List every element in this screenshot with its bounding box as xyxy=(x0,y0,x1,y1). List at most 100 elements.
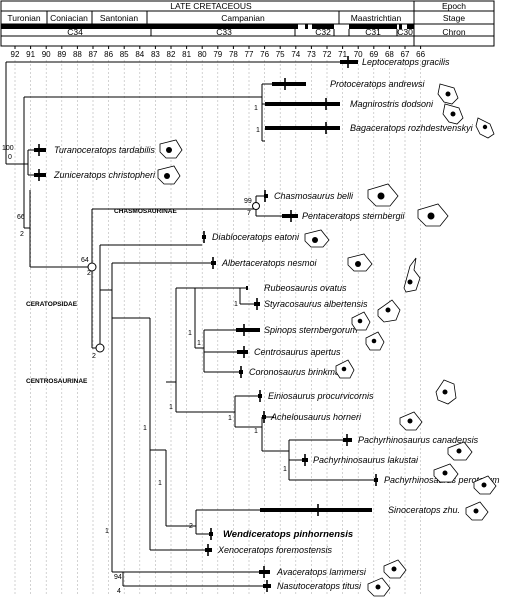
support-ava-nas-top: 94 xyxy=(114,574,122,581)
stage-campanian: Campanian xyxy=(221,13,265,23)
support-proto: 1 xyxy=(254,105,258,112)
skull-chasmosaurus-icon xyxy=(367,183,399,207)
time-tick-label: 89 xyxy=(57,50,66,59)
time-tick-label: 90 xyxy=(42,50,51,59)
skull-pentaceratops-icon xyxy=(417,203,449,227)
time-tick-label: 70 xyxy=(354,50,363,59)
time-tick-label: 66 xyxy=(416,50,425,59)
support-sino-wendi: 2 xyxy=(189,523,193,530)
support-ava-nas-bot: 4 xyxy=(117,588,121,595)
support-ach-pach: 1 xyxy=(254,428,258,435)
taxon-leptoceratops: Leptoceratops gracilis xyxy=(362,57,450,67)
time-tick-label: 75 xyxy=(276,50,285,59)
skull-einiosaurus-icon xyxy=(435,379,457,405)
time-tick-label: 68 xyxy=(385,50,394,59)
support-root-top: 100 xyxy=(2,145,14,152)
time-tick-label: 87 xyxy=(89,50,98,59)
support-chasmo-bot: 7 xyxy=(247,210,251,217)
time-tick-label: 92 xyxy=(11,50,20,59)
taxon-rubeosaurus: Rubeosaurus ovatus xyxy=(264,283,347,293)
skull-magnirostris-icon xyxy=(442,103,464,125)
taxon-einiosaurus: Einiosaurus procurvicornis xyxy=(268,391,374,401)
chasmosaurinae-node xyxy=(252,202,260,210)
clade-centrosaurinae: CENTROSAURINAE xyxy=(26,378,88,385)
time-tick-label: 84 xyxy=(135,50,144,59)
taxon-coronosaurus: Coronosaurus brinkmani xyxy=(249,367,348,377)
skull-avaceratops-icon xyxy=(383,559,407,579)
stage-coniacian: Coniacian xyxy=(50,13,88,23)
chron-c32: C32 xyxy=(315,27,331,37)
support-cent-grp: 1 xyxy=(169,404,173,411)
support-root-bot: 0 xyxy=(8,154,12,161)
time-tick-label: 82 xyxy=(167,50,176,59)
time-tick-label: 80 xyxy=(198,50,207,59)
taxon-xenoceratops: Xenoceratops foremostensis xyxy=(217,545,333,555)
time-tick-label: 72 xyxy=(323,50,332,59)
time-tick-label: 77 xyxy=(245,50,254,59)
skull-spinops-icon xyxy=(351,311,371,331)
time-tick-label: 71 xyxy=(338,50,347,59)
skull-nasutoceratops-icon xyxy=(367,577,391,597)
skull-centrosaurus-icon xyxy=(365,331,385,351)
time-tick-label: 88 xyxy=(73,50,82,59)
taxon-protoceratops: Protoceratops andrewsi xyxy=(330,79,426,89)
taxon-avaceratops: Avaceratops lammersi xyxy=(276,567,367,577)
stage-santonian: Santonian xyxy=(100,13,139,23)
support-rub-sty: 1 xyxy=(234,301,238,308)
skull-p-perotorum-icon xyxy=(473,475,497,495)
support-n66-top: 66 xyxy=(17,214,25,221)
taxon-p-lakustai: Pachyrhinosaurus lakustai xyxy=(313,455,419,465)
taxon-bagaceratops: Bagaceratops rozhdestvenskyi xyxy=(350,123,474,133)
taxon-nasutoceratops: Nasutoceratops titusi xyxy=(277,581,362,591)
support-spin-cen: 1 xyxy=(197,340,201,347)
clade-ceratopsidae: CERATOPSIDAE xyxy=(26,301,78,308)
skull-turanoceratops-icon xyxy=(159,139,183,159)
support-values: 100 0 66 2 64 2 99 7 2 1 1 1 1 1 1 1 1 1… xyxy=(2,105,287,595)
skull-silhouettes xyxy=(157,83,497,597)
support-lower: 1 xyxy=(105,528,109,535)
timescale-header: LATE CRETACEOUS Epoch Turonian Coniacian… xyxy=(0,0,495,47)
taxon-achelousaurus: Achelousaurus horneri xyxy=(270,412,362,422)
skull-zuniceratops-icon xyxy=(157,165,181,185)
taxon-zuniceratops: Zuniceratops christopheri xyxy=(53,170,156,180)
time-tick-label: 81 xyxy=(182,50,191,59)
skull-sinoceratops-icon xyxy=(465,501,489,521)
ceratopsidae-node xyxy=(87,262,97,272)
chron-label: Chron xyxy=(442,27,465,37)
taxon-centrosaurus: Centrosaurus apertus xyxy=(254,347,341,357)
skull-p-canadensis-icon xyxy=(447,441,473,461)
period-label: LATE CRETACEOUS xyxy=(170,1,252,11)
skull-bagaceratops-icon xyxy=(475,117,495,139)
skull-p-lakustai-icon xyxy=(433,463,459,483)
chron-c33: C33 xyxy=(216,27,232,37)
time-tick-label: 86 xyxy=(104,50,113,59)
taxon-p-canadensis: Pachyrhinosaurus canadensis xyxy=(358,435,479,445)
skull-achelousaurus-icon xyxy=(399,411,423,431)
time-tick-label: 79 xyxy=(213,50,222,59)
taxon-wendiceratops: Wendiceratops pinhornensis xyxy=(223,529,353,540)
support-centro-bot: 2 xyxy=(92,353,96,360)
chron-bar-c34 xyxy=(1,24,151,29)
skull-albertaceratops-icon xyxy=(347,253,373,272)
taxon-pentaceratops: Pentaceratops sternbergii xyxy=(302,211,406,221)
epoch-label: Epoch xyxy=(442,1,466,11)
chron-bar-c33 xyxy=(151,24,295,29)
skull-diabloceratops-icon xyxy=(304,229,330,248)
centrosaurinae-node xyxy=(95,343,105,353)
support-pach-sub: 1 xyxy=(283,466,287,473)
time-tick-label: 78 xyxy=(229,50,238,59)
support-cerat-bot: 2 xyxy=(87,270,91,277)
chron-c34: C34 xyxy=(67,27,83,37)
taxon-styracosaurus: Styracosaurus albertensis xyxy=(264,299,368,309)
support-cent-core: 1 xyxy=(188,330,192,337)
skull-protoceratops-icon xyxy=(437,83,459,105)
taxon-turanoceratops: Turanoceratops tardabilis xyxy=(54,145,155,155)
taxon-diabloceratops: Diabloceratops eatoni xyxy=(212,232,300,242)
time-tick-label: 83 xyxy=(151,50,160,59)
taxon-chasmosaurus: Chasmosaurus belli xyxy=(274,191,354,201)
time-tick-label: 73 xyxy=(307,50,316,59)
time-tick-label: 67 xyxy=(401,50,410,59)
time-tick-label: 69 xyxy=(369,50,378,59)
